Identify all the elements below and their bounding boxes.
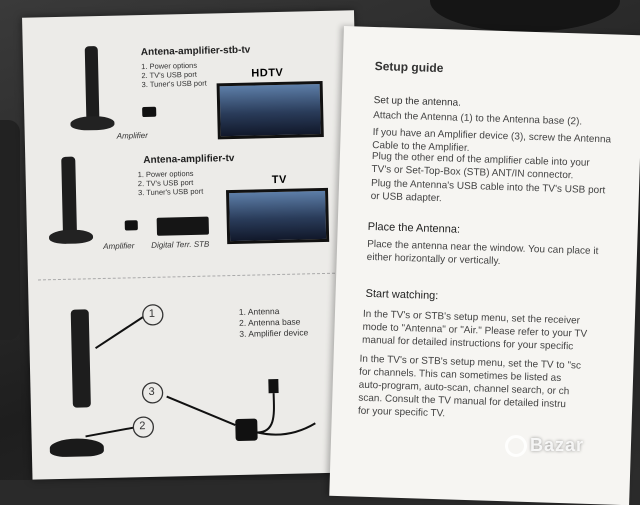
callout-number-1: 1 — [148, 307, 156, 320]
usb-cable — [257, 393, 275, 434]
start-paragraph-2: In the TV's or STB's setup menu, set the… — [357, 353, 582, 420]
manual-left-page: Antena-amplifier-stb-tv 1. Power options… — [22, 10, 365, 480]
parts-list: 1. Antenna 2. Antenna base 3. Amplifier … — [239, 305, 309, 340]
section-place-heading: Place the Antenna: — [367, 220, 461, 236]
place-paragraph: Place the antenna near the window. You c… — [366, 238, 599, 268]
parts-wires — [85, 304, 316, 438]
dark-object-top — [430, 0, 620, 32]
callout-circle-1 — [142, 304, 164, 326]
callout-circle-3 — [141, 382, 164, 404]
callout-number-3: 3 — [148, 385, 155, 398]
callout-number-2: 2 — [139, 420, 146, 433]
callout-line-2 — [85, 426, 136, 438]
callout-line-1 — [95, 316, 144, 350]
start-paragraph-1: In the TV's or STB's setup menu, set the… — [361, 308, 588, 353]
watermark-icon — [505, 435, 527, 457]
manual-right-page: Setup guide Set up the antenna. Attach t… — [329, 26, 640, 505]
section-setup-heading: Set up the antenna. — [373, 94, 462, 109]
ant-cable — [257, 422, 316, 436]
dark-object-left — [0, 120, 20, 340]
setup-step-1: Attach the Antenna (1) to the Antenna ba… — [373, 109, 583, 128]
callout-line-3 — [166, 395, 236, 426]
parts-item-amplifier: 3. Amplifier device — [239, 327, 309, 339]
section-start-heading: Start watching: — [365, 287, 439, 303]
setup-guide-title: Setup guide — [374, 58, 444, 76]
watermark-text: Bazar — [530, 435, 585, 455]
callout-circle-2 — [132, 416, 155, 438]
